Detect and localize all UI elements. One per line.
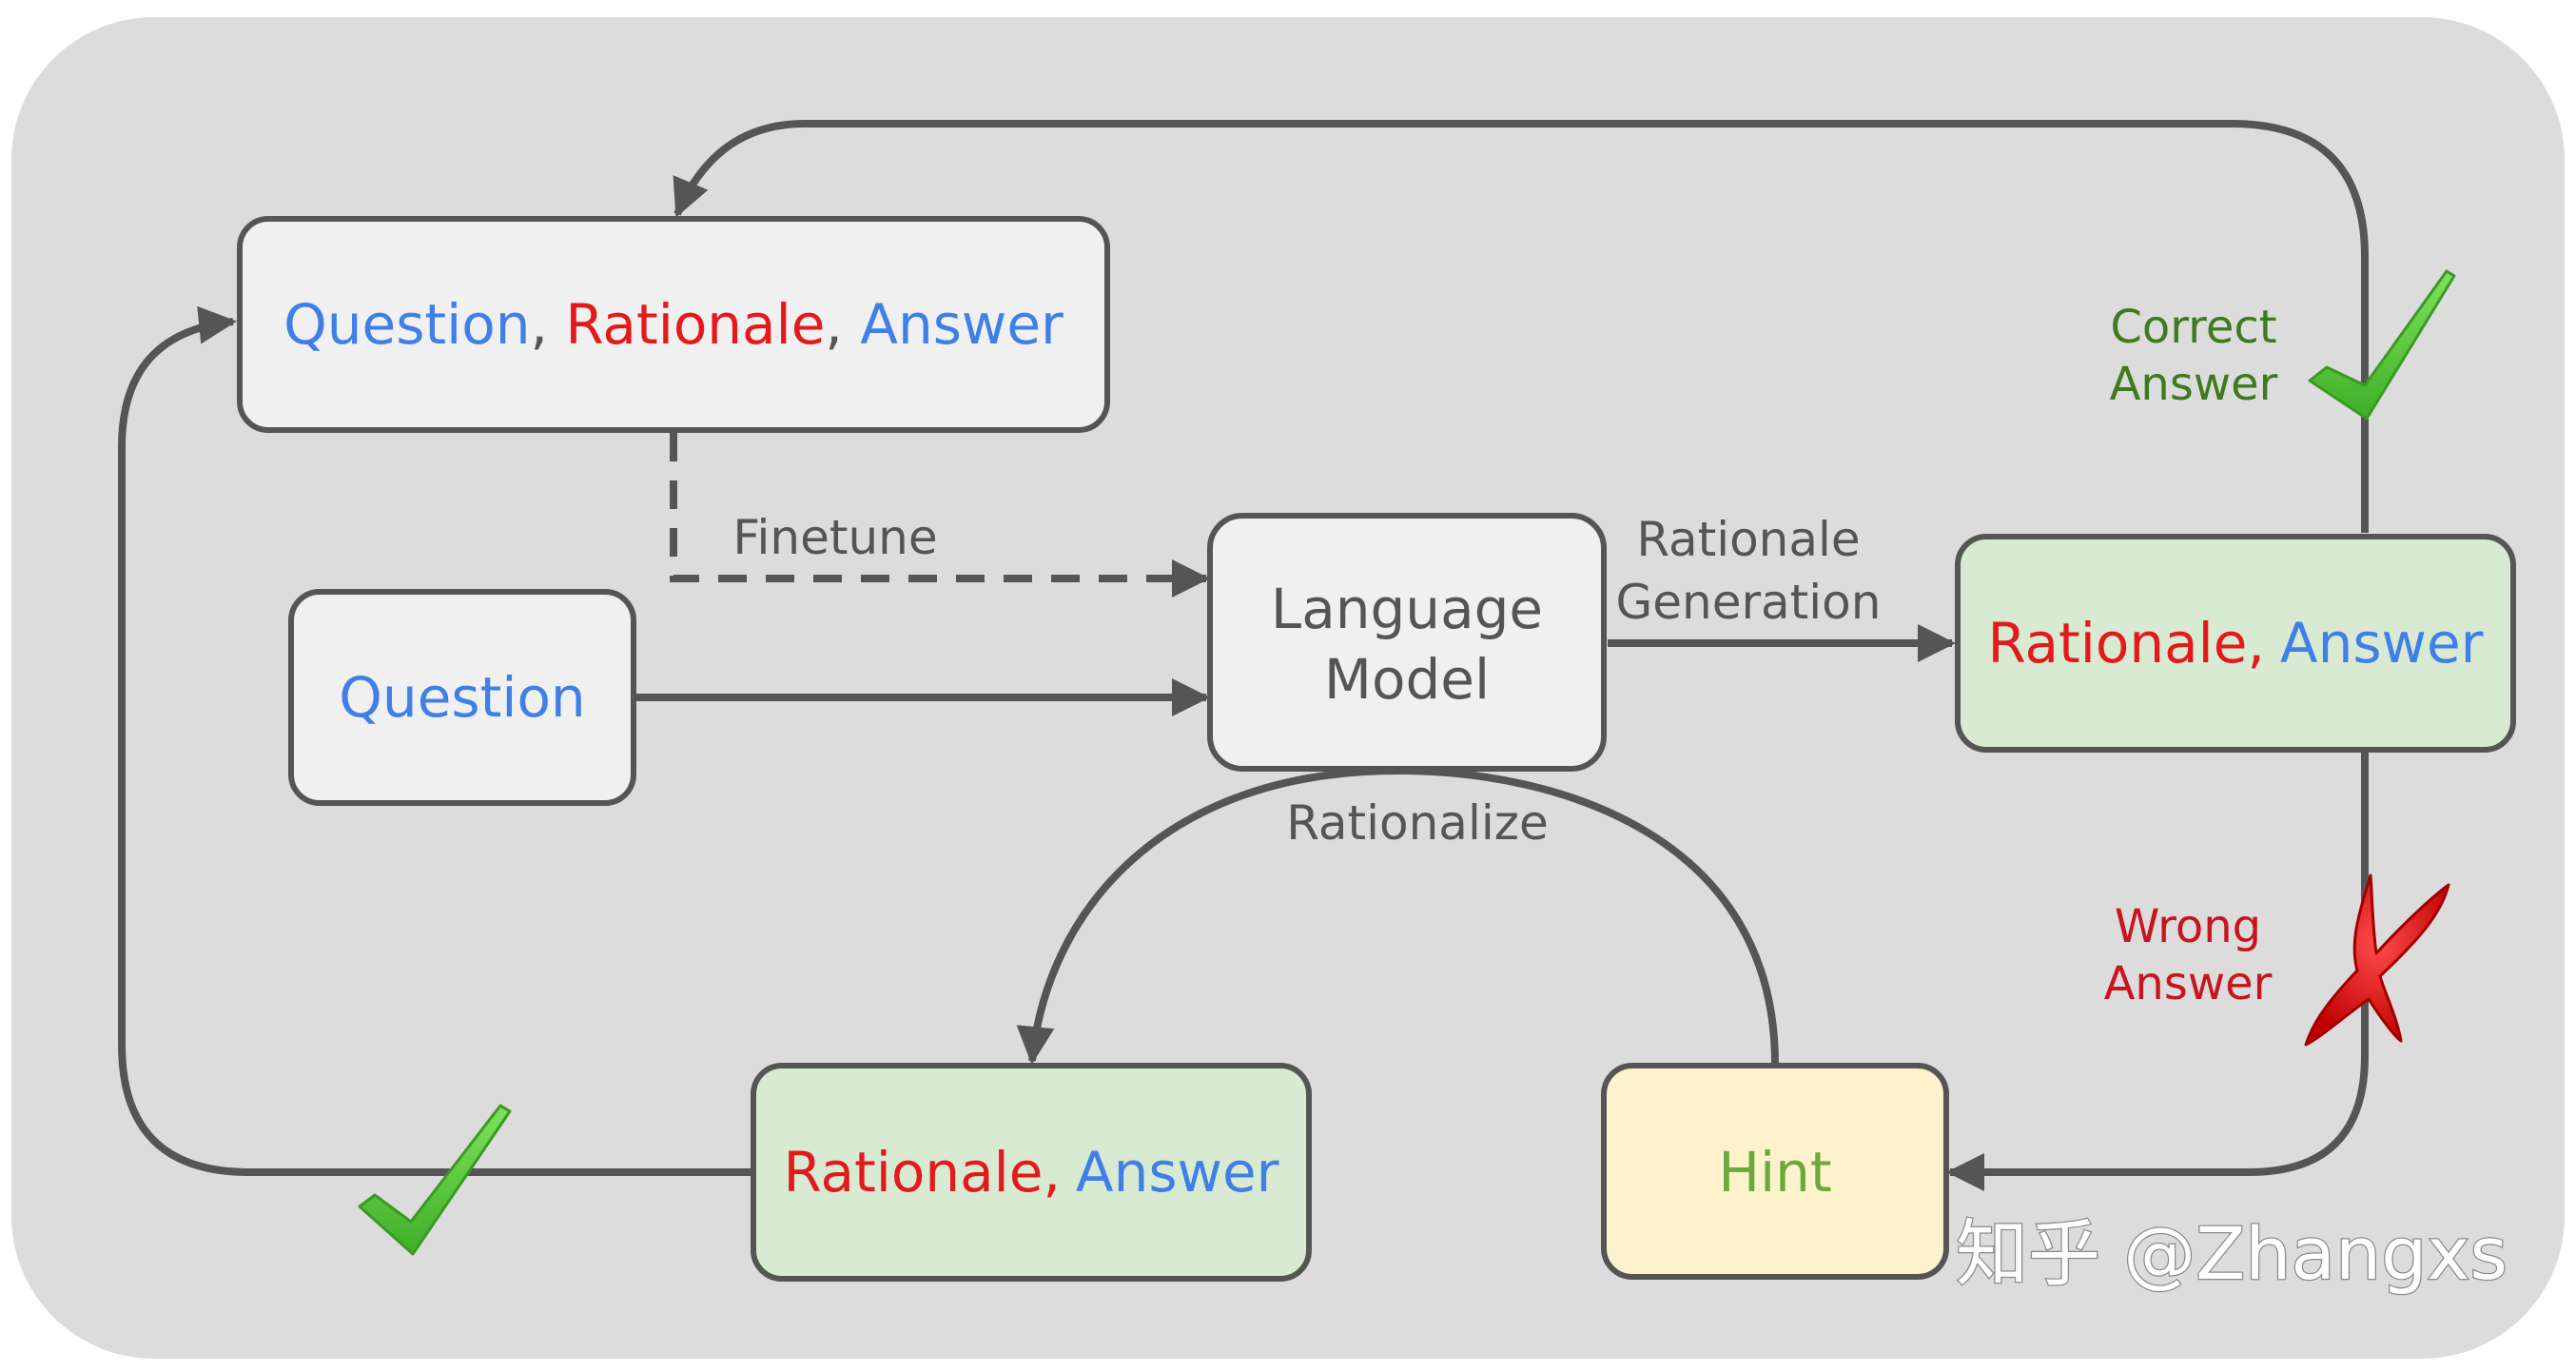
watermark: 知乎 @Zhangxs [1956, 1211, 2508, 1296]
edge-wrong-answer [1946, 752, 2369, 1191]
question-label: Question [339, 665, 585, 730]
edge-correct-loop [673, 120, 2369, 533]
finetune-label: Finetune [732, 510, 937, 565]
ra-top-rationale: Rationale, [1987, 611, 2264, 676]
qra-rationale: Rationale [565, 292, 825, 357]
qra-sep-1: , [531, 292, 566, 357]
ra-bottom-answer: Answer [1076, 1140, 1279, 1205]
x-icon-wrong [2304, 873, 2450, 1047]
ra-top-text: Rationale,Answer [1987, 611, 2483, 676]
rationalize-label: Rationalize [1286, 795, 1549, 851]
rationale-generation-label-1: Rationale [1636, 512, 1860, 567]
language-model-line2: Model [1324, 647, 1490, 712]
qra-question: Question [283, 292, 530, 357]
check-icon-correct [2308, 269, 2456, 421]
language-model-line1: Language [1271, 577, 1543, 641]
node-language-model: Language Model [1207, 513, 1607, 772]
edge-correct-bottom-loop [118, 305, 753, 1176]
ra-bottom-text: Rationale,Answer [783, 1140, 1278, 1205]
qra-sep-2: , [825, 292, 860, 357]
node-question-rationale-answer: Question, Rationale, Answer [237, 216, 1110, 433]
qra-text: Question, Rationale, Answer [283, 292, 1064, 357]
wrong-answer-label-1: Wrong [2115, 900, 2261, 953]
rationale-generation-label-2: Generation [1616, 575, 1882, 630]
hint-label: Hint [1718, 1140, 1831, 1205]
ra-top-answer: Answer [2280, 611, 2484, 676]
node-rationale-answer-generated: Rationale,Answer [1955, 534, 2516, 753]
edge-finetune [670, 433, 1210, 598]
node-rationale-answer-rationalized: Rationale,Answer [751, 1063, 1312, 1282]
ra-bottom-rationale: Rationale, [783, 1140, 1060, 1205]
check-icon-rationalized [358, 1104, 512, 1256]
correct-answer-label-2: Answer [2110, 358, 2278, 411]
correct-answer-label-1: Correct [2110, 301, 2276, 354]
wrong-answer-label-2: Answer [2104, 957, 2273, 1010]
node-question: Question [288, 589, 636, 806]
qra-answer: Answer [860, 292, 1064, 357]
node-hint: Hint [1601, 1063, 1949, 1280]
